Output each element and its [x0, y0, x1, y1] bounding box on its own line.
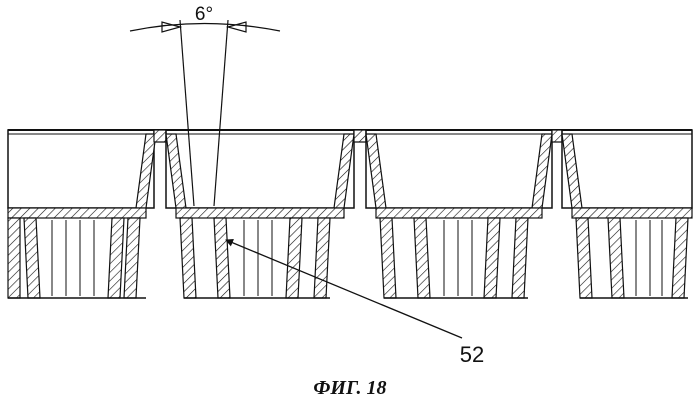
rim-joint-3: [552, 130, 562, 142]
rim-joint-2: [354, 130, 366, 142]
dimension-arrow-right: [228, 22, 246, 32]
dimension-arrow-left: [162, 22, 180, 32]
angle-label: 6°: [195, 4, 213, 25]
cup-cell-1: [8, 130, 156, 298]
cup-cell-2: [166, 130, 354, 298]
cup-cell-3: [366, 130, 552, 298]
angle-dimension: 6°: [130, 4, 280, 206]
figure-caption: ФИГ. 18: [313, 377, 386, 399]
cup-cell-4: [562, 130, 692, 298]
reference-label-52: 52: [460, 342, 484, 367]
rim-joint-1: [154, 130, 166, 142]
extension-line-right: [214, 20, 228, 206]
